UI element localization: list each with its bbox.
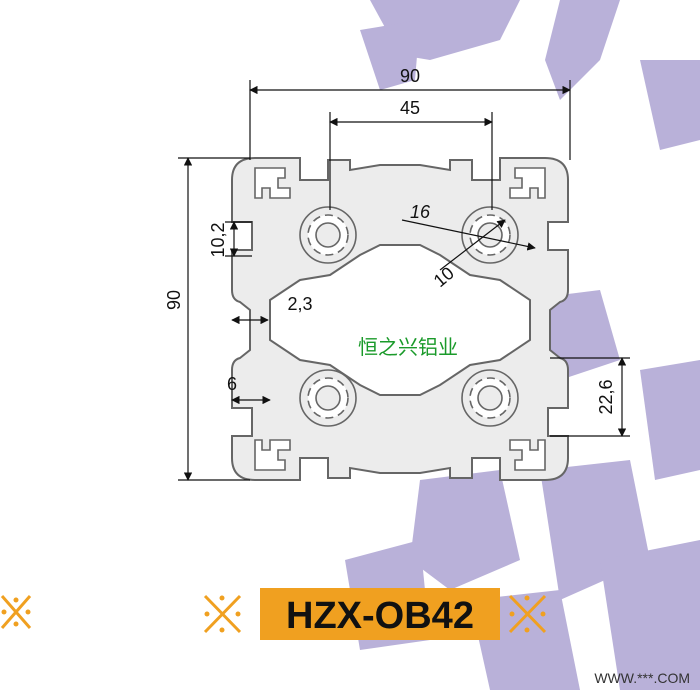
ornament-far-left — [0, 595, 32, 629]
profile-inner-cavity — [269, 244, 531, 396]
dim-slot-pitch: 45 — [400, 98, 420, 118]
model-label: HZX-OB42 — [286, 595, 474, 637]
ornament-left — [203, 594, 242, 634]
core-bore-bottom-left — [299, 369, 357, 427]
dim-slot-opening: 6 — [227, 374, 237, 394]
site-label: WWW.***.COM — [594, 670, 690, 686]
company-watermark: 恒之兴铝业 — [358, 335, 458, 359]
aluminum-profile — [231, 157, 569, 481]
corner-slot-top-left — [254, 167, 291, 199]
dim-overall-height: 90 — [164, 290, 184, 310]
ornament-right — [508, 594, 547, 634]
dim-slot-height: 10,2 — [208, 222, 228, 257]
model-badge — [260, 588, 500, 640]
dim-overall-width: 90 — [400, 66, 420, 86]
dim-wall-thickness: 2,3 — [287, 294, 312, 314]
dimension-lines — [178, 80, 630, 481]
dim-core-outer: 16 — [410, 202, 431, 222]
corner-slot-top-right — [509, 167, 546, 199]
core-bore-top-left — [299, 206, 357, 264]
corner-slot-bottom-right — [509, 439, 546, 471]
corner-slot-bottom-left — [254, 439, 291, 471]
dim-slot-depth: 22,6 — [596, 379, 616, 414]
core-bore-bottom-right — [461, 369, 519, 427]
